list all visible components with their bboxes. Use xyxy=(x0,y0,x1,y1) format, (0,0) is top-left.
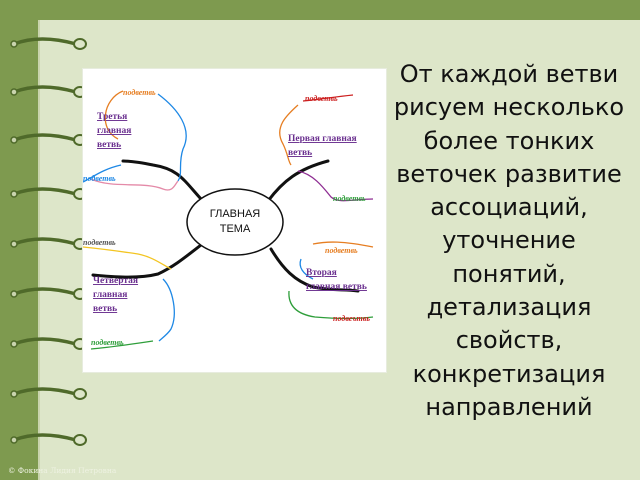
branch-label-fourth-1: Четвертая xyxy=(93,276,138,286)
sub-label-green-right: подветвь xyxy=(333,194,366,203)
binder-ring-icon xyxy=(10,433,87,446)
center-topic-line2: ТЕМА xyxy=(220,223,251,235)
sub-label-blue-left: подветвь xyxy=(83,174,116,183)
sub-line-green-left-low xyxy=(90,340,154,350)
mindmap-diagram: ГЛАВНАЯ ТЕМА Третья главная ветвь Первая… xyxy=(83,88,374,350)
sub-line-orange-right xyxy=(279,104,299,166)
branch-label-third-2: главная xyxy=(97,126,131,136)
branch-label-first-2: ветвь xyxy=(288,148,312,158)
sub-line-blue-far-left xyxy=(83,164,122,183)
center-topic-ellipse xyxy=(186,188,284,256)
branch-line-first xyxy=(266,159,330,203)
mindmap-image: ГЛАВНАЯ ТЕМА Третья главная ветвь Первая… xyxy=(82,68,387,373)
branch-label-second-2: главная ветвь xyxy=(306,282,367,292)
main-branch-lines xyxy=(91,159,360,293)
branch-label-third-1: Третья xyxy=(97,112,127,122)
binder-ring-icon xyxy=(10,85,87,98)
branch-line-fourth xyxy=(91,243,203,279)
binder-rings xyxy=(0,0,90,480)
sub-line-blue-left-low xyxy=(158,278,175,342)
binder-ring-icon xyxy=(10,237,87,250)
sub-line-purple-right xyxy=(297,170,374,202)
sub-line-blue-left xyxy=(157,93,187,182)
sub-label-red-top-right: подветвь xyxy=(305,94,338,103)
binder-ring-icon xyxy=(10,187,87,200)
sub-label-green-left-low: подветвь xyxy=(91,338,124,347)
slide-caption: От каждой ветви рисуем несколько более т… xyxy=(393,60,625,421)
branch-label-fourth-3: ветвь xyxy=(93,304,117,314)
copyright-text: © Фокина Лидия Петровна xyxy=(8,466,117,475)
sub-label-orange-top: подветвь xyxy=(123,88,156,97)
branch-line-second xyxy=(269,247,360,293)
branch-label-third-3: ветвь xyxy=(97,140,121,150)
sub-branch-lines xyxy=(83,90,374,350)
sub-line-orange-right-low xyxy=(312,241,374,248)
sub-label-gray-left: подветвь xyxy=(83,238,116,247)
sub-line-yellow-left xyxy=(83,246,172,270)
center-topic-line1: ГЛАВНАЯ xyxy=(210,208,261,220)
binder-ring-icon xyxy=(10,387,87,400)
binder-ring-icon xyxy=(10,337,87,350)
branch-label-second-1: Вторая xyxy=(306,268,337,278)
branch-label-fourth-2: главная xyxy=(93,290,127,300)
sub-line-orange-top xyxy=(104,90,124,140)
branch-label-first-1: Первая главная xyxy=(288,134,357,144)
sub-line-green-right xyxy=(288,290,374,320)
binder-ring-icon xyxy=(10,37,87,50)
sub-line-pink-left xyxy=(90,178,179,191)
binder-ring-icon xyxy=(10,287,87,300)
sub-label-red-right-low: подвеътвь xyxy=(333,314,370,323)
sub-line-red-top-right xyxy=(302,94,354,102)
binder-ring-icon xyxy=(10,133,87,146)
sub-line-blue-right xyxy=(299,258,314,280)
sub-label-orange-right: подветвь xyxy=(325,246,358,255)
branch-line-third xyxy=(121,159,203,201)
